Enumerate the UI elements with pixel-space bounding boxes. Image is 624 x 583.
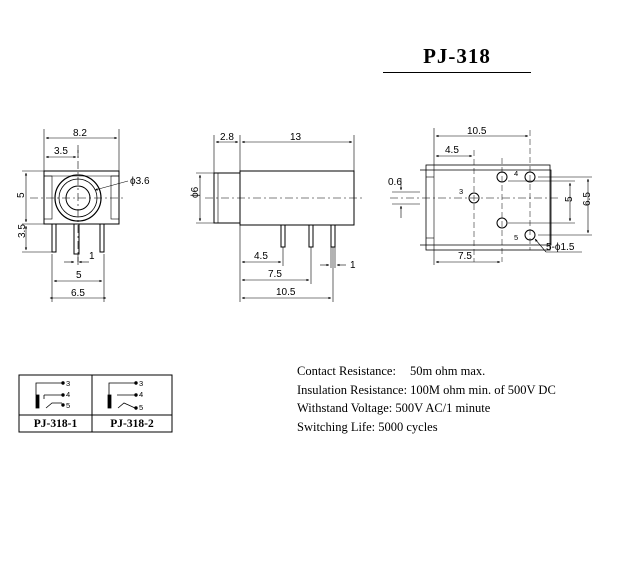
top-small-dim: 0.6: [388, 177, 402, 188]
schem1-pin-5: 5: [66, 401, 70, 410]
schematic-table: [18, 374, 173, 433]
schematic-1: [35, 381, 65, 409]
front-view: [22, 129, 129, 302]
front-pin-span-dim: 6.5: [71, 288, 85, 299]
side-view: [196, 135, 365, 302]
schem2-pin-4: 4: [139, 390, 143, 399]
specifications: Contact Resistance: 50m ohm max. Insulati…: [297, 362, 556, 436]
front-pin-height-dim: 3.5: [17, 224, 28, 238]
top-pin-spacing-dim: 5: [564, 196, 575, 202]
spec-contact-resistance: Contact Resistance: 50m ohm max.: [297, 362, 556, 381]
top-view: [390, 128, 592, 265]
spec-insulation-resistance: Insulation Resistance: 100M ohm min. of …: [297, 382, 556, 397]
front-pin-right: [99, 223, 105, 253]
side-pin2-dim: 7.5: [268, 269, 282, 280]
schematic-2: [107, 381, 138, 410]
front-pin-gap-dim: 1: [89, 251, 95, 262]
top-hole-3: [468, 192, 480, 204]
front-offset-dim: 3.5: [54, 146, 68, 157]
front-height-dim: 5: [16, 192, 27, 198]
spec-contact-label: Contact Resistance:: [297, 364, 396, 378]
top-pin-label-3: 3: [459, 187, 463, 196]
page-title: PJ-318: [423, 44, 491, 68]
front-pin-spacing-dim: 5: [76, 270, 82, 281]
schem2-pin-5: 5: [139, 403, 143, 412]
top-offset-dim: 4.5: [445, 145, 459, 156]
spec-contact-value: 50m ohm max.: [409, 364, 486, 378]
side-pin-2: [308, 224, 314, 248]
front-pin-center: [73, 223, 80, 255]
top-width-dim: 10.5: [467, 126, 487, 137]
side-pin-3: [330, 224, 336, 248]
schem1-pin-3: 3: [66, 379, 70, 388]
top-body: [425, 164, 551, 251]
side-pin-1: [280, 224, 286, 248]
side-body-dim: 13: [290, 132, 302, 143]
spec-switching-life: Switching Life: 5000 cycles: [297, 419, 438, 434]
side-diameter-dim: ϕ6: [190, 186, 201, 198]
side-pin-width-dim: 1: [350, 260, 356, 271]
schem1-pin-4: 4: [66, 390, 70, 399]
front-diameter-dim: ϕ3.6: [130, 176, 150, 187]
side-flange-dim: 2.8: [220, 132, 234, 143]
top-holes-dim: 5-ϕ1.5: [546, 242, 575, 253]
title-block: PJ-318: [383, 44, 531, 73]
top-pin-label-5: 5: [514, 233, 518, 242]
front-width-dim: 8.2: [73, 128, 87, 139]
top-pin-offset-dim: 7.5: [458, 251, 472, 262]
spec-withstand-voltage: Withstand Voltage: 500V AC/1 minute: [297, 401, 491, 415]
side-pin1-dim: 4.5: [254, 251, 268, 262]
side-pin3-dim: 10.5: [276, 287, 296, 298]
model-label-1: PJ-318-1: [33, 418, 78, 430]
top-pin-label-4: 4: [514, 169, 518, 178]
top-outer-dim: 6.5: [582, 192, 593, 206]
schem2-pin-3: 3: [139, 379, 143, 388]
model-label-2: PJ-318-2: [110, 418, 154, 430]
front-pin-left: [51, 223, 57, 253]
